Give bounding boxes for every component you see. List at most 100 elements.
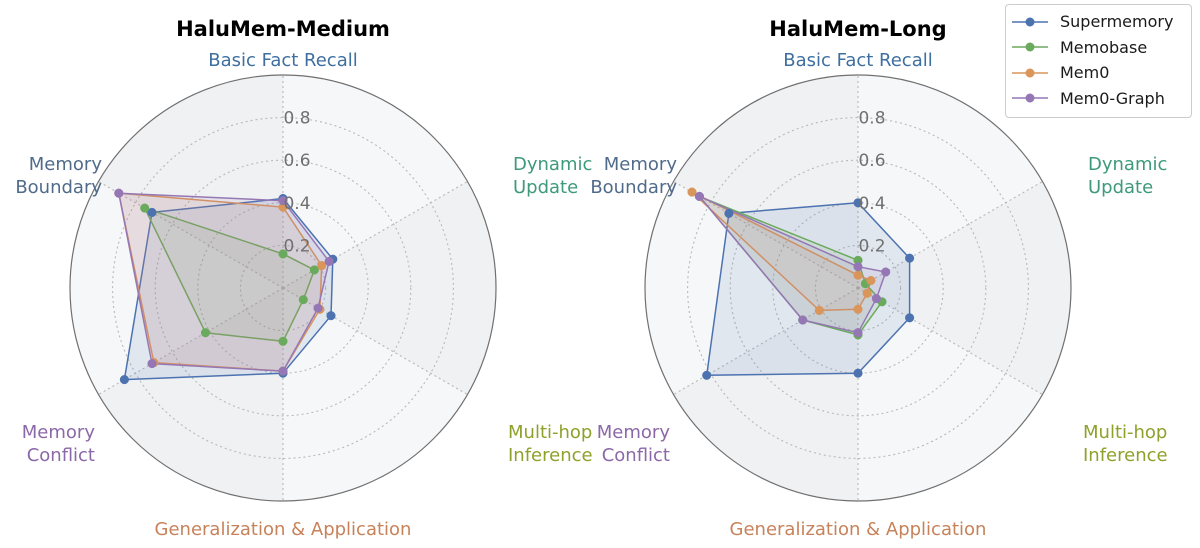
sector-shade [673, 288, 858, 501]
legend-label: Mem0-Graph [1060, 88, 1165, 108]
axis-label: Inference [1083, 445, 1168, 466]
grid-ring [112, 117, 454, 459]
data-point-mem0 [853, 304, 863, 314]
axis-spoke [282, 287, 468, 395]
grid-ring [154, 159, 412, 417]
data-point-supermemory [853, 198, 863, 208]
axis-spoke [673, 287, 859, 395]
axis-label: Basic Fact Recall [783, 50, 932, 71]
data-point-memobase [298, 295, 308, 305]
axis-label: Dynamic [1088, 154, 1167, 175]
outer-ring [644, 74, 1072, 502]
axis-label: Conflict [27, 445, 95, 466]
axis-label: Update [513, 177, 578, 198]
axis-label: Multi-hop [1083, 422, 1167, 443]
data-point-mem0-graph [798, 315, 808, 325]
axis-label: Memory [604, 154, 678, 175]
sector-shade [283, 181, 496, 395]
data-point-supermemory [905, 313, 915, 323]
chart-title: HaluMem-Medium [176, 17, 390, 41]
data-point-mem0-graph [313, 303, 323, 313]
data-point-mem0-graph [324, 256, 334, 266]
sector-shade [98, 288, 283, 501]
axis-label: Memory [22, 422, 96, 443]
legend-item-supermemory: Supermemory [1012, 9, 1185, 35]
data-point-supermemory [147, 207, 157, 217]
axis-label: Boundary [590, 177, 677, 198]
data-point-mem0-graph [853, 328, 863, 338]
data-point-mem0 [853, 270, 863, 280]
data-point-supermemory [724, 208, 734, 218]
axis-spoke [857, 287, 1043, 395]
axis-label: Generalization & Application [155, 519, 412, 540]
r-tick-label: 0.8 [858, 109, 885, 129]
legend-swatch-memobase [1012, 42, 1048, 52]
data-point-mem0-graph [278, 196, 288, 206]
axis-label: Conflict [602, 445, 670, 466]
legend-label: Memobase [1060, 37, 1148, 57]
data-point-supermemory [905, 253, 915, 263]
axis-label: Memory [597, 422, 671, 443]
axis-label: Memory [29, 154, 103, 175]
axis-spoke [673, 181, 859, 289]
axis-label: Boundary [15, 177, 102, 198]
legend-label: Supermemory [1060, 12, 1174, 32]
r-tick-label: 0.4 [858, 194, 885, 214]
data-point-memobase [278, 249, 288, 259]
data-point-mem0-graph [853, 262, 863, 272]
r-tick-label: 0.2 [858, 236, 885, 256]
data-point-mem0 [687, 187, 697, 197]
r-tick-label: 0.2 [283, 236, 310, 256]
data-point-supermemory [853, 368, 863, 378]
data-point-mem0 [814, 305, 824, 315]
data-point-mem0-graph [694, 191, 704, 201]
data-point-mem0-graph [881, 267, 891, 277]
axis-label: Generalization & Application [730, 519, 987, 540]
grid-ring [687, 117, 1029, 459]
data-point-mem0 [866, 275, 876, 286]
data-point-supermemory [119, 375, 129, 385]
axis-label: Update [1088, 177, 1153, 198]
sector-shade [673, 75, 858, 288]
legend-swatch-mem0-graph [1012, 93, 1048, 103]
data-point-memobase [140, 203, 150, 213]
axis-label: Basic Fact Recall [208, 50, 357, 71]
data-point-mem0-graph [278, 366, 288, 376]
sector-shade [858, 181, 1071, 395]
axis-spoke [98, 287, 284, 395]
data-point-mem0-graph [114, 188, 124, 198]
data-point-mem0 [862, 288, 872, 298]
radar-chart-1: 0.2 0.4 0.6 0.8 Basic Fact RecallDynamicUpda… [15, 17, 592, 540]
legend-label: Mem0 [1060, 63, 1110, 83]
data-point-mem0 [317, 261, 327, 271]
legend-swatch-mem0 [1012, 68, 1048, 78]
legend-item-mem0: Mem0 [1012, 60, 1185, 86]
legend: Supermemory Memobase Mem0 Mem0-Graph [1005, 4, 1192, 118]
data-point-memobase [200, 328, 211, 338]
r-tick-label: 0.4 [283, 194, 310, 214]
series-mem0-graph [118, 192, 330, 372]
axis-spoke [98, 181, 284, 289]
legend-item-memobase: Memobase [1012, 35, 1185, 61]
r-tick-label: 0.6 [283, 151, 310, 171]
data-point-memobase [309, 265, 319, 275]
chart-title: HaluMem-Long [769, 17, 946, 41]
legend-item-mem0-graph: Mem0-Graph [1012, 86, 1185, 112]
r-tick-label: 0.8 [283, 109, 310, 129]
data-point-supermemory [326, 311, 336, 321]
grid-ring [729, 159, 987, 417]
radar-chart-2: 0.2 0.4 0.6 0.8 Basic Fact RecallDynamicUpda… [590, 17, 1167, 540]
data-point-supermemory [702, 370, 712, 380]
outer-ring [69, 74, 497, 502]
r-tick-label: 0.6 [858, 151, 885, 171]
legend-swatch-supermemory [1012, 17, 1048, 27]
axis-label: Inference [508, 445, 593, 466]
axis-label: Multi-hop [508, 422, 592, 443]
data-point-memobase [278, 336, 288, 346]
data-point-mem0-graph [147, 359, 157, 369]
sector-shade [98, 75, 283, 288]
grid-ring [239, 244, 327, 332]
data-point-mem0-graph [871, 294, 881, 304]
axis-label: Dynamic [513, 154, 592, 175]
